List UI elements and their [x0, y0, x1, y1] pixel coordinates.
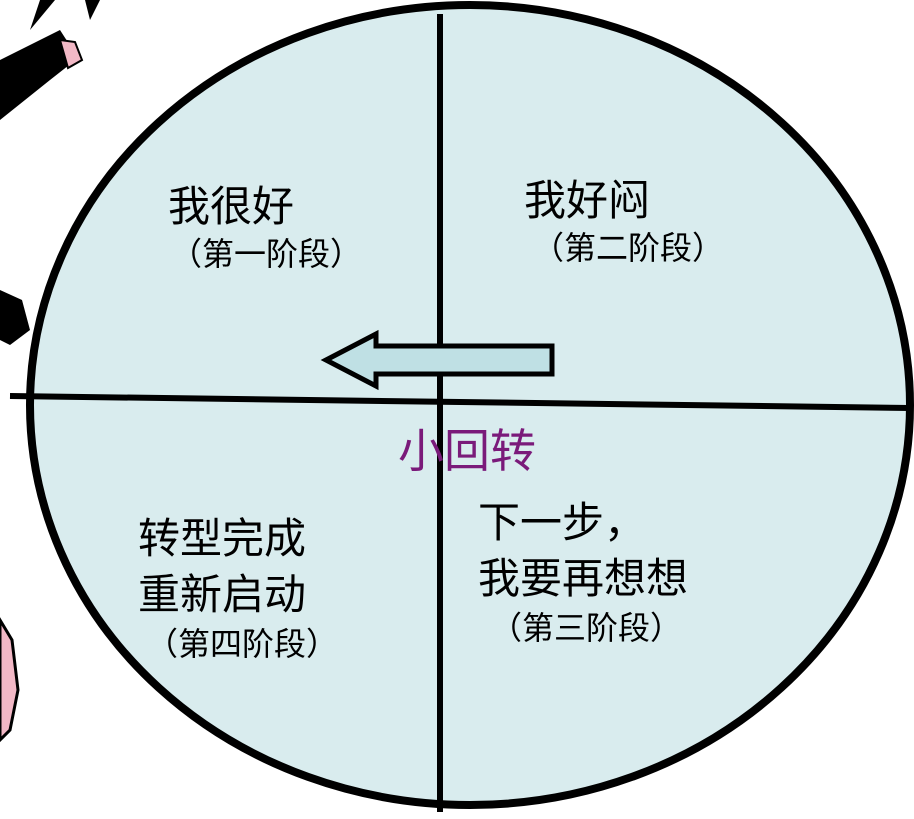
quadrant-3-line1: 下一步， [478, 498, 647, 547]
horizontal-divider [9, 393, 911, 411]
quadrant-3-stage: （第三阶段） [490, 609, 683, 647]
left-arrow-icon [320, 329, 555, 391]
quadrant-3-line2: 我要再想想 [478, 554, 689, 603]
quadrant-1-stage: （第一阶段） [170, 235, 363, 273]
cartoon-figure-icon [0, 0, 100, 743]
quadrant-4-stage: （第四阶段） [146, 625, 339, 663]
quadrant-2-title: 我好闷 [524, 176, 651, 225]
quadrant-4-line1: 转型完成 [138, 514, 307, 563]
quadrant-4-line2: 重新启动 [138, 570, 307, 619]
quadrant-2-stage: （第二阶段） [532, 229, 725, 267]
quadrant-1-title: 我很好 [168, 182, 295, 231]
center-label: 小回转 [398, 424, 536, 478]
